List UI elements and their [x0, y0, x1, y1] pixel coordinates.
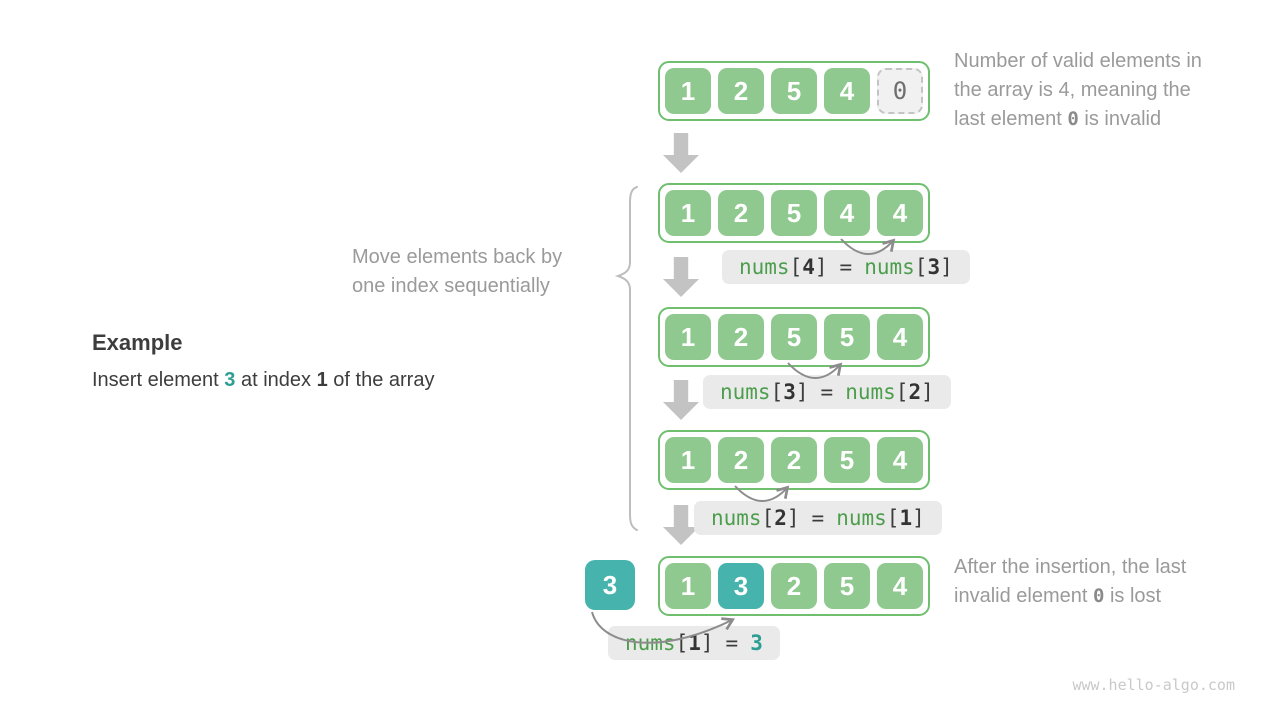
note-move-elements: Move elements back by one index sequenti…	[352, 246, 563, 297]
code-equals: =	[811, 506, 825, 530]
example-description: Insert element 3 at index 1 of the array	[92, 369, 434, 392]
code-index: 1	[899, 506, 913, 530]
array-cell: 4	[877, 563, 923, 609]
invalid-zero-inline: 0	[1092, 585, 1105, 607]
array-cell-inserted: 3	[718, 563, 764, 609]
array-step5: 1 3 2 5 4	[658, 556, 930, 616]
array-cell: 2	[771, 563, 817, 609]
code-bracket: [	[789, 255, 803, 279]
code-index: 3	[927, 255, 941, 279]
array-cell-invalid: 0	[877, 68, 923, 114]
example-insert-value: 3	[224, 369, 236, 391]
code-bracket: [	[675, 631, 689, 655]
note-text: Number of valid elements in the array is…	[954, 50, 1202, 130]
array-cell: 4	[824, 190, 870, 236]
code-value: 3	[750, 631, 763, 655]
code-index: 2	[908, 380, 922, 404]
op-label-step2: nums[4]=nums[3]	[722, 250, 970, 284]
code-bracket: ]	[912, 506, 925, 530]
inserted-value-cell: 3	[585, 560, 635, 610]
array-cell: 5	[771, 314, 817, 360]
array-cell: 4	[877, 437, 923, 483]
array-step1: 1 2 5 4 0	[658, 61, 930, 121]
code-index: 2	[774, 506, 787, 530]
code-bracket: [	[761, 506, 775, 530]
array-cell: 2	[771, 437, 817, 483]
down-arrow-icon	[663, 133, 699, 173]
array-cell: 4	[824, 68, 870, 114]
note-text: is lost	[1104, 585, 1162, 607]
note-after-insertion: After the insertion, the last invalid el…	[954, 553, 1226, 611]
code-bracket: [	[770, 380, 784, 404]
array-step2: 1 2 5 4 4	[658, 183, 930, 243]
example-text-mid: at index	[235, 369, 317, 391]
array-cell: 5	[824, 563, 870, 609]
array-step4: 1 2 2 5 4	[658, 430, 930, 490]
code-bracket: ]	[786, 506, 800, 530]
down-arrow-icon	[663, 380, 699, 420]
code-fn: nums	[625, 631, 676, 655]
array-cell: 1	[665, 314, 711, 360]
array-cell: 1	[665, 68, 711, 114]
example-text-suffix: of the array	[327, 369, 435, 391]
code-bracket: ]	[795, 380, 809, 404]
code-bracket: [	[895, 380, 909, 404]
array-cell: 5	[824, 314, 870, 360]
op-label-step4: nums[2]=nums[1]	[694, 501, 942, 535]
array-cell: 2	[718, 314, 764, 360]
group-brace	[614, 186, 638, 531]
code-index: 1	[688, 631, 701, 655]
array-step3: 1 2 5 5 4	[658, 307, 930, 367]
note-text: is invalid	[1078, 108, 1162, 130]
array-cell: 5	[771, 190, 817, 236]
array-cell: 1	[665, 563, 711, 609]
code-fn: nums	[845, 380, 896, 404]
array-cell: 2	[718, 68, 764, 114]
op-label-step5: nums[1] = 3	[608, 626, 780, 660]
down-arrow-icon	[663, 257, 699, 297]
code-equals: =	[820, 380, 834, 404]
code-bracket: ]	[700, 631, 714, 655]
watermark: www.hello-algo.com	[1072, 676, 1235, 694]
code-fn: nums	[864, 255, 915, 279]
code-bracket: ]	[940, 255, 953, 279]
note-text: After the insertion, the last invalid el…	[954, 556, 1187, 607]
example-insert-index: 1	[316, 369, 328, 391]
code-fn: nums	[720, 380, 771, 404]
code-index: 4	[802, 255, 815, 279]
code-bracket: ]	[921, 380, 934, 404]
example-heading: Example	[92, 330, 183, 355]
array-cell: 2	[718, 190, 764, 236]
array-cell: 4	[877, 314, 923, 360]
code-fn: nums	[739, 255, 790, 279]
code-equals: =	[839, 255, 853, 279]
op-label-step3: nums[3]=nums[2]	[703, 375, 951, 409]
code-bracket: [	[914, 255, 928, 279]
array-cell: 4	[877, 190, 923, 236]
array-cell: 1	[665, 190, 711, 236]
code-bracket: [	[886, 506, 900, 530]
note-valid-elements: Number of valid elements in the array is…	[954, 47, 1226, 134]
code-fn: nums	[711, 506, 762, 530]
invalid-zero-inline: 0	[1067, 108, 1079, 130]
code-fn: nums	[836, 506, 887, 530]
example-text-prefix: Insert element	[92, 369, 225, 391]
code-bracket: ]	[814, 255, 828, 279]
code-equals: =	[725, 631, 739, 655]
code-index: 3	[783, 380, 796, 404]
array-cell: 5	[824, 437, 870, 483]
array-cell: 2	[718, 437, 764, 483]
array-cell: 1	[665, 437, 711, 483]
array-cell: 5	[771, 68, 817, 114]
